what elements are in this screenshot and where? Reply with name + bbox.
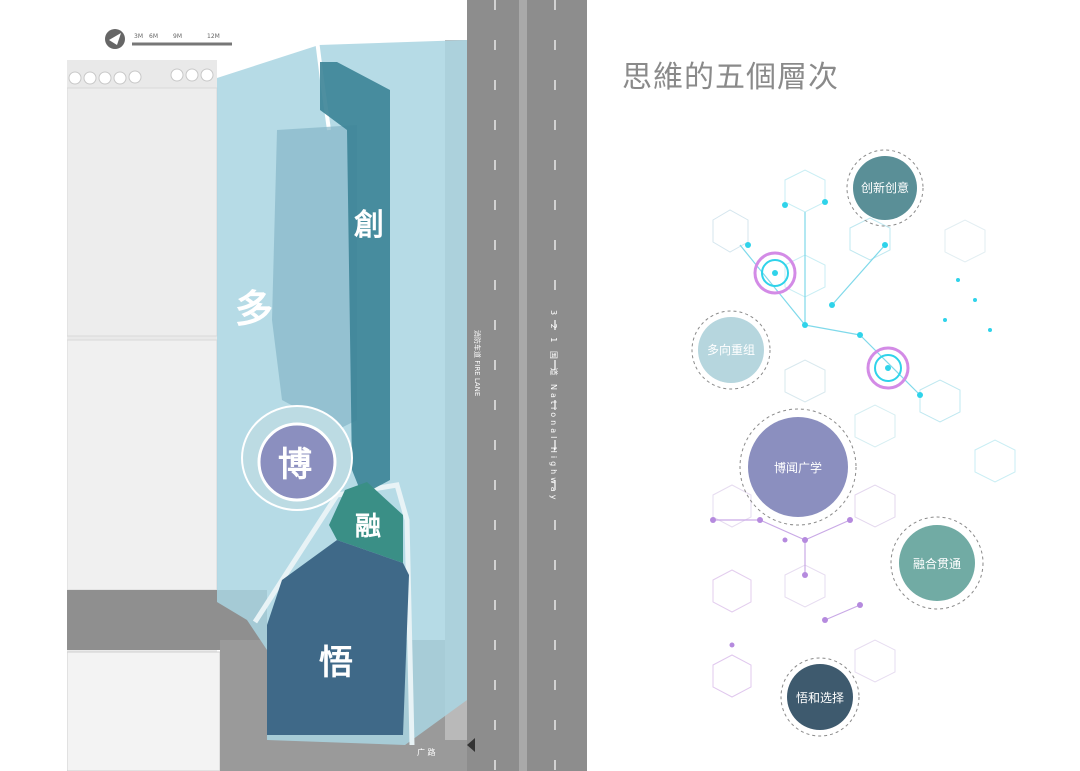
hex bbox=[712, 654, 752, 698]
hex bbox=[849, 217, 891, 261]
highway-label: 3 2 1 国 道 National Highway bbox=[549, 310, 559, 502]
level-choice-circle bbox=[787, 664, 853, 730]
level-integration-circle bbox=[899, 525, 975, 601]
tree-row bbox=[68, 68, 214, 85]
hex bbox=[919, 379, 961, 423]
scale-label-3m: 3M bbox=[134, 33, 143, 40]
level-integration-label: 融合贯通 bbox=[913, 556, 961, 571]
level-integration: 融合贯通 bbox=[890, 516, 984, 610]
building-block-1 bbox=[67, 87, 218, 337]
scale-label-6m: 6M bbox=[149, 33, 158, 40]
level-choice-label: 悟和选择 bbox=[796, 690, 844, 705]
zone-wu-area bbox=[267, 540, 409, 735]
walkway-lower bbox=[252, 482, 415, 746]
hex bbox=[974, 439, 1016, 483]
level-multidirectional-circle bbox=[698, 317, 764, 383]
zone-label-duo: 多 bbox=[235, 287, 273, 331]
fire-lane-label: 消防车道 FIRE LANE bbox=[473, 330, 482, 396]
page-title: 思維的五個層次 bbox=[622, 60, 839, 95]
hex-network bbox=[712, 169, 1016, 698]
level-broad-learning: 博闻广学 bbox=[739, 408, 857, 526]
direction-arrow-icon bbox=[467, 738, 475, 752]
hex bbox=[784, 169, 826, 213]
zone-chuang-area bbox=[320, 62, 390, 495]
building-block-3 bbox=[67, 651, 221, 771]
lane-marks bbox=[494, 0, 556, 771]
zone-rong-area bbox=[329, 482, 403, 563]
network-links-purple bbox=[715, 519, 861, 621]
hex bbox=[854, 484, 896, 528]
zone-label-chuang: 創 bbox=[354, 208, 384, 243]
level-broad-learning-circle bbox=[748, 417, 848, 517]
hex bbox=[944, 219, 986, 263]
square-road-label: 广 路 bbox=[417, 747, 436, 757]
scale-label-9m: 9M bbox=[173, 33, 182, 40]
hex bbox=[854, 404, 896, 448]
thinking-levels-diagram: 创新创意 多向重组 博闻广学 融合贯通 悟和选择 bbox=[691, 149, 1016, 737]
scale-label-12m: 12M bbox=[207, 33, 220, 40]
level-multidirectional: 多向重组 bbox=[691, 310, 771, 390]
zone-duo-area bbox=[272, 125, 357, 430]
level-innovation-label: 创新创意 bbox=[861, 180, 909, 195]
zone-label-wu: 悟 bbox=[319, 643, 353, 683]
level-multidirectional-label: 多向重组 bbox=[707, 342, 755, 357]
glow-ring-icon bbox=[866, 346, 910, 390]
scale-bar: 3M 6M 9M 12M bbox=[105, 29, 232, 49]
glow-ring-icon bbox=[753, 251, 797, 295]
zone-bo-circle bbox=[257, 422, 337, 502]
network-nodes-purple bbox=[710, 517, 863, 648]
building-block-2 bbox=[67, 339, 218, 591]
site-plan: 3M 6M 9M 12M 多 創 博 融 悟 消防车道 FIRE LANE 3 … bbox=[67, 0, 587, 771]
level-broad-learning-label: 博闻广学 bbox=[774, 460, 822, 475]
hex bbox=[712, 569, 752, 613]
level-innovation-circle bbox=[853, 156, 917, 220]
level-innovation: 创新创意 bbox=[846, 149, 924, 227]
level-choice: 悟和选择 bbox=[780, 657, 860, 737]
road-edge bbox=[519, 0, 527, 771]
network-nodes bbox=[745, 199, 992, 398]
hex bbox=[854, 639, 896, 683]
hex bbox=[784, 359, 826, 403]
zone-label-rong: 融 bbox=[355, 512, 381, 542]
hex bbox=[712, 209, 749, 253]
zone-label-bo: 博 bbox=[278, 445, 312, 485]
